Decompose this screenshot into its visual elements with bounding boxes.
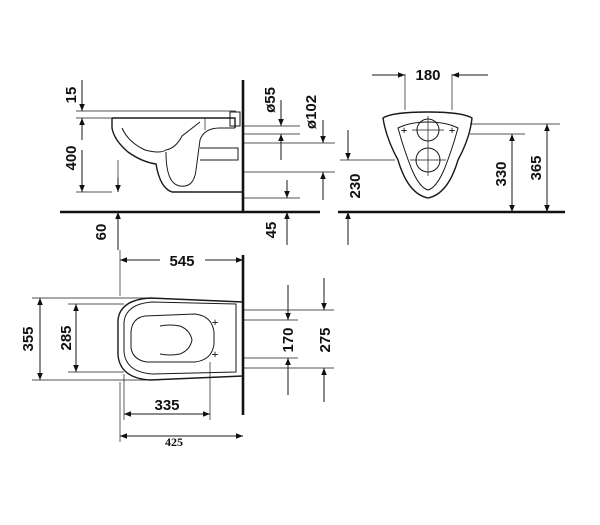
bowl-trap [165, 127, 235, 187]
dim-length: 545 [169, 253, 194, 270]
front-view: + + 180 230 330 365 [338, 67, 565, 245]
dim-inner-width: 285 [58, 325, 75, 350]
dim-width: 355 [20, 326, 37, 351]
top-fixing-lower: + [212, 347, 219, 361]
dim-fixing-spacing: 170 [280, 327, 297, 352]
dim-inner-length: 335 [154, 397, 179, 414]
dim-floor-clearance: 60 [93, 224, 110, 241]
dim-waste-height: 230 [347, 173, 364, 198]
dim-fixing-width: 180 [415, 67, 440, 84]
top-view: + + 545 355 285 170 275 335 [20, 250, 334, 449]
dim-fixing-height-high: 365 [528, 155, 545, 180]
top-bowl-seat [123, 301, 237, 375]
bowl-inner [121, 121, 201, 153]
dim-fixing-span: 275 [317, 327, 334, 352]
fixing-marker-left: + [401, 123, 408, 137]
bowl-rim [112, 117, 236, 128]
rear-fixing [229, 111, 241, 127]
top-bowl-outline [117, 297, 244, 381]
dim-height: 400 [63, 145, 80, 170]
top-bowl-opening [130, 313, 215, 363]
dim-waste-offset: 45 [263, 222, 280, 239]
dim-overall-length: 425 [165, 435, 183, 449]
dim-outlet-diameter: ø55 [262, 87, 279, 113]
fixing-marker-right: + [449, 123, 456, 137]
dim-waste-diameter: ø102 [303, 95, 320, 129]
dim-fixing-height-low: 330 [493, 161, 510, 186]
dim-top-offset: 15 [63, 87, 80, 104]
top-fixing-upper: + [212, 315, 219, 329]
top-bowl-inner [159, 324, 193, 356]
bowl-profile [111, 118, 243, 193]
outlet-spigot [200, 147, 239, 161]
side-view: 15 400 60 ø55 ø102 45 [60, 80, 335, 250]
front-bowl-outline [382, 111, 473, 199]
